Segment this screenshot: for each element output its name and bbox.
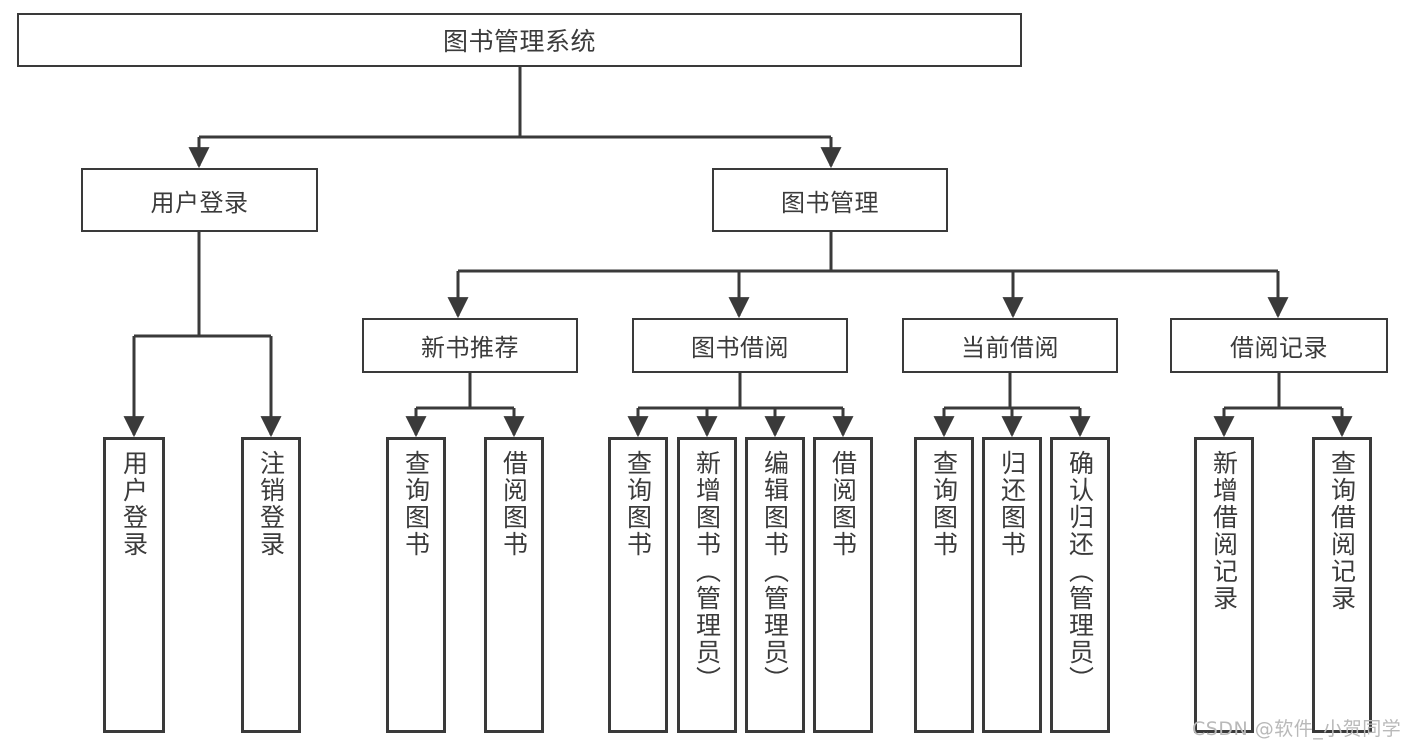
- leaf-add-borrow-record[interactable]: 新增借阅记录: [1194, 437, 1254, 733]
- node-label: 借阅图书: [828, 450, 858, 558]
- node-new-book-recommendation[interactable]: 新书推荐: [362, 318, 578, 373]
- node-user-login[interactable]: 用户登录: [81, 168, 318, 232]
- node-label: 注销登录: [256, 450, 286, 558]
- node-label: 确认归还（管理员）: [1065, 450, 1095, 693]
- node-label: 图书管理: [781, 188, 879, 217]
- leaf-query-books-borrow[interactable]: 查询图书: [608, 437, 668, 733]
- node-label: 用户登录: [119, 450, 149, 558]
- node-book-borrowing[interactable]: 图书借阅: [632, 318, 848, 373]
- node-label: 查询借阅记录: [1327, 450, 1357, 612]
- leaf-query-borrow-record[interactable]: 查询借阅记录: [1312, 437, 1372, 733]
- node-label: 查询图书: [929, 450, 959, 558]
- node-label: 当前借阅: [961, 334, 1059, 362]
- node-book-management[interactable]: 图书管理: [712, 168, 948, 232]
- node-label: 归还图书: [997, 450, 1027, 558]
- node-label: 查询图书: [401, 450, 431, 558]
- leaf-add-book-admin[interactable]: 新增图书（管理员）: [677, 437, 737, 733]
- leaf-logout[interactable]: 注销登录: [241, 437, 301, 733]
- leaf-return-books[interactable]: 归还图书: [982, 437, 1042, 733]
- leaf-borrow-books-new[interactable]: 借阅图书: [484, 437, 544, 733]
- node-label: 图书借阅: [691, 334, 789, 362]
- node-label: 编辑图书（管理员）: [760, 450, 790, 693]
- leaf-user-login[interactable]: 用户登录: [103, 437, 165, 733]
- node-label: 新增图书（管理员）: [692, 450, 722, 693]
- node-label: 查询图书: [623, 450, 653, 558]
- leaf-confirm-return-admin[interactable]: 确认归还（管理员）: [1050, 437, 1110, 733]
- node-label: 图书管理系统: [442, 27, 596, 56]
- node-label: 用户登录: [150, 188, 249, 217]
- node-label: 借阅图书: [499, 450, 529, 558]
- leaf-edit-book-admin[interactable]: 编辑图书（管理员）: [745, 437, 805, 733]
- node-current-borrowing[interactable]: 当前借阅: [902, 318, 1118, 373]
- leaf-query-books-current[interactable]: 查询图书: [914, 437, 974, 733]
- node-label: 新增借阅记录: [1209, 450, 1239, 612]
- node-root-library-system[interactable]: 图书管理系统: [17, 13, 1022, 67]
- leaf-borrow-books[interactable]: 借阅图书: [813, 437, 873, 733]
- leaf-query-books-new[interactable]: 查询图书: [386, 437, 446, 733]
- node-label: 借阅记录: [1230, 334, 1328, 362]
- node-label: 新书推荐: [421, 334, 519, 362]
- node-borrowing-records[interactable]: 借阅记录: [1170, 318, 1388, 373]
